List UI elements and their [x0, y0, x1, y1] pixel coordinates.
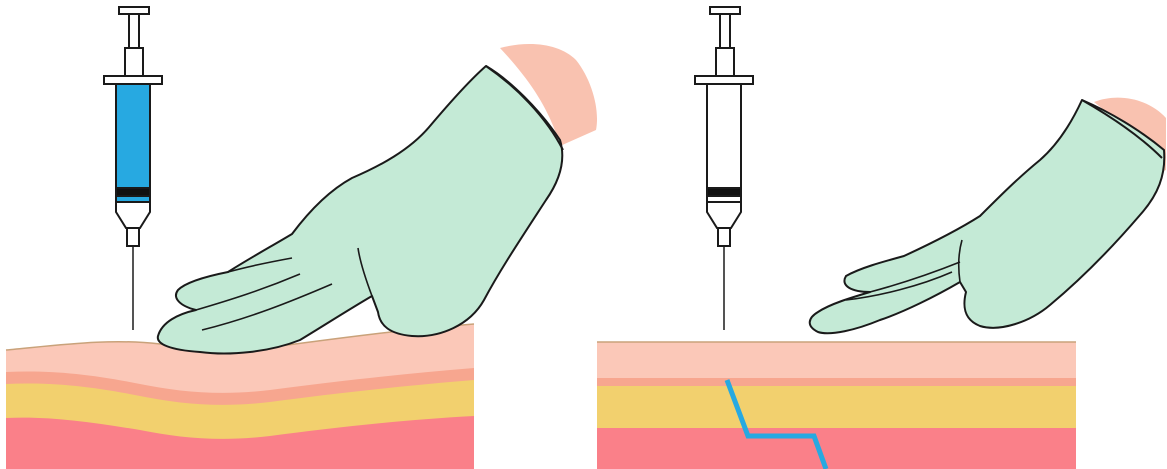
tissue-layers-after — [597, 342, 1076, 469]
barrel-tip — [116, 202, 150, 228]
plunger-stopper — [707, 188, 741, 196]
plunger-thumb — [710, 7, 740, 14]
skin-layer — [597, 342, 1076, 380]
syringe-flange — [104, 76, 162, 84]
plunger-rod — [720, 14, 730, 48]
plunger-thumb — [119, 7, 149, 14]
needle-hub — [127, 228, 139, 246]
plunger-neck — [125, 48, 143, 76]
fat-layer — [597, 386, 1076, 428]
syringe-barrel — [707, 84, 741, 202]
panel-after — [597, 7, 1166, 469]
plunger-stopper — [116, 188, 150, 196]
glove — [158, 66, 563, 354]
dermis-layer — [597, 378, 1076, 386]
gloved-hand-after — [810, 98, 1166, 334]
muscle-layer — [597, 428, 1076, 469]
barrel-tip — [707, 202, 741, 228]
panel-before — [6, 7, 597, 469]
syringe-flange — [695, 76, 753, 84]
syringe-barrel — [116, 84, 150, 202]
plunger-neck — [716, 48, 734, 76]
needle-hub — [718, 228, 730, 246]
syringe-full — [104, 7, 162, 330]
plunger-rod — [129, 14, 139, 48]
syringe-empty — [695, 7, 753, 330]
gloved-hand-before — [158, 44, 597, 354]
